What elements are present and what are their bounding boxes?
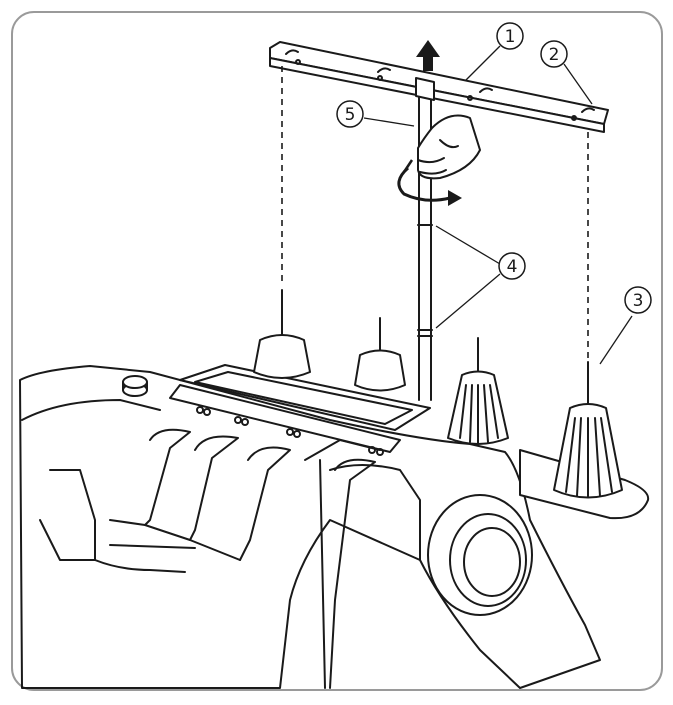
thread-guide-bar xyxy=(269,41,609,133)
callout-label-5: 5 xyxy=(345,105,356,125)
leader-line-1 xyxy=(465,45,501,81)
callout-label-2: 2 xyxy=(549,45,560,65)
top-cover-plate xyxy=(169,364,431,456)
callout-circle-4 xyxy=(498,252,526,280)
leader-line-2 xyxy=(563,63,593,105)
callout-circle-2 xyxy=(540,40,568,68)
diagram-border xyxy=(11,11,663,691)
leader-line-3 xyxy=(599,315,633,365)
callout-label-3: 3 xyxy=(633,291,644,311)
top-knob xyxy=(122,375,148,397)
callout-circle-5 xyxy=(336,100,364,128)
spool-4 xyxy=(553,361,623,499)
leader-line-4a xyxy=(435,225,501,265)
hand-icon xyxy=(417,114,481,180)
callout-label-4: 4 xyxy=(507,257,518,277)
spool-2 xyxy=(354,317,406,392)
callout-label-1: 1 xyxy=(505,27,516,47)
leader-line-5 xyxy=(363,117,415,127)
rotation-arrow-icon xyxy=(397,159,462,206)
spool-1 xyxy=(253,289,311,379)
up-arrow-icon xyxy=(416,40,440,71)
callout-circle-1 xyxy=(496,22,524,50)
leader-line-4b xyxy=(435,273,501,329)
thread-guides xyxy=(109,428,376,689)
spool-3 xyxy=(447,337,509,445)
handwheel xyxy=(427,494,533,616)
callout-circle-3 xyxy=(624,286,652,314)
